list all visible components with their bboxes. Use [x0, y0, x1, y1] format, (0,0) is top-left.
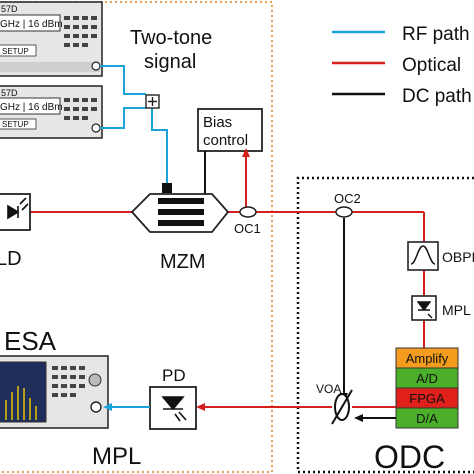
legend-optical-label: Optical [402, 55, 461, 76]
mzm [130, 183, 230, 233]
svg-text:FPGA: FPGA [409, 391, 445, 406]
processing-stack: Amplify A/D FPGA D/A [395, 347, 459, 429]
oc1-coupler [239, 206, 257, 218]
esa-input-connector [90, 401, 102, 413]
two-tone-label-line1: Two-tone [130, 27, 212, 49]
generator-1-setup-button[interactable] [0, 44, 37, 57]
mpl-right-label: MPL [442, 302, 471, 318]
voa-label: VOA [316, 382, 341, 396]
pd-label: PD [162, 366, 186, 385]
arrow-to-pd [196, 403, 205, 411]
oc1-label: OC1 [234, 221, 261, 236]
esa-label: ESA [4, 326, 57, 356]
arrow-to-bias [242, 148, 250, 157]
optical-paths [30, 154, 425, 408]
oc2-label: OC2 [334, 191, 361, 206]
esa-instrument [0, 355, 109, 429]
bias-control-label-line2: control [203, 132, 248, 149]
obpf-label: OBPF [442, 249, 474, 265]
generator-2-display [0, 97, 61, 115]
svg-text:A/D: A/D [416, 371, 438, 386]
svg-text:GHz | 16 dBm: GHz | 16 dBm [0, 102, 63, 113]
oc2-coupler [335, 206, 353, 218]
bandpass-icon [410, 245, 436, 265]
svg-text:SETUP: SETUP [2, 47, 29, 56]
photodiode-icon [161, 396, 187, 422]
legend-rf-label: RF path [402, 24, 470, 45]
transmitter-boundary [0, 1, 273, 473]
laser-diode-icon [7, 197, 29, 220]
svg-text:SETUP: SETUP [2, 120, 29, 129]
two-tone-label-line2: signal [144, 51, 196, 73]
svg-text:D/A: D/A [416, 411, 438, 426]
legend: RF path Optical DC path [332, 24, 472, 107]
esa-screen [0, 361, 47, 423]
voa [331, 389, 353, 425]
esa-spectrum [5, 386, 37, 420]
svg-text:Amplify: Amplify [406, 351, 449, 366]
bias-control-label-line1: Bias [203, 114, 232, 131]
ld-label: LD [0, 248, 22, 270]
svg-text:GHz | 16 dBm: GHz | 16 dBm [0, 19, 63, 30]
arrow-to-esa [103, 403, 112, 411]
signal-generator-1: 57D GHz | 16 dBm SETUP [0, 1, 103, 77]
photodiode-icon-small [416, 301, 433, 319]
plus-icon [148, 97, 157, 106]
generator-2-output-connector [91, 123, 101, 133]
signal-generator-2: 57D GHz | 16 dBm SETUP [0, 85, 103, 139]
odc-label: ODC [374, 439, 445, 474]
mzm-label: MZM [160, 251, 206, 273]
generator-1-display [0, 14, 61, 32]
rf-paths [100, 65, 168, 184]
legend-dc-label: DC path [402, 86, 472, 107]
bias-control-box [197, 108, 263, 152]
svg-text:57D: 57D [1, 88, 18, 98]
arrow-da-to-voa [354, 414, 363, 422]
generator-2-setup-button[interactable] [0, 118, 37, 130]
svg-text:57D: 57D [1, 4, 18, 14]
esa-knob [88, 373, 102, 387]
mpl-bottom-label: MPL [92, 443, 141, 470]
generator-1-output-connector [91, 61, 101, 71]
